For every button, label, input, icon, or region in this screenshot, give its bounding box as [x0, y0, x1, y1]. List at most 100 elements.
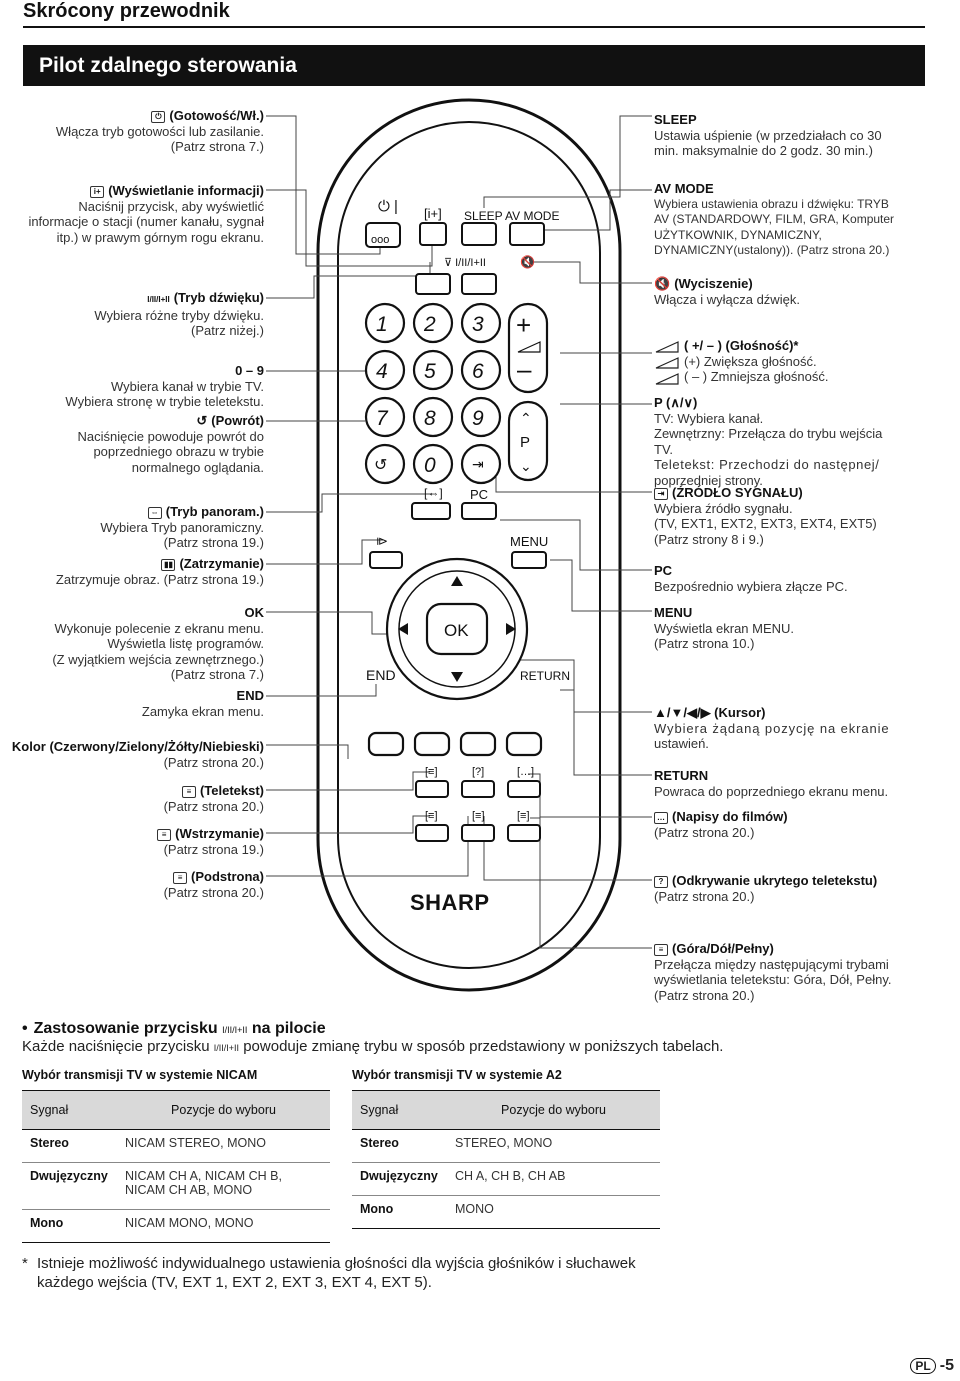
desc-mute-title: (Wyciszenie) [674, 276, 753, 291]
desc-line: Bezpośrednio wybiera złącze PC. [654, 578, 848, 594]
remote-key-2[interactable] [412, 302, 454, 344]
remote-topbtm-icon: [≡] [517, 810, 530, 822]
desc-hold-title: (Wstrzymanie) [175, 826, 264, 841]
desc-return-title: RETURN [654, 768, 709, 783]
remote-input-button[interactable] [460, 443, 502, 485]
remote-key-1[interactable] [364, 302, 406, 344]
remote-hold-icon: [≡] [425, 810, 438, 822]
desc-line: Przełącza między następującymi trybami [654, 956, 889, 972]
remote-program-rocker[interactable] [507, 400, 549, 482]
remote-digit-9: 9 [472, 407, 484, 430]
desc-line: Zewnętrzny: Przełącza do trybu wejścia T… [654, 426, 883, 457]
usage-heading-pre: Zastosowanie przycisku [33, 1020, 218, 1037]
remote-topbtm-button[interactable] [507, 824, 541, 842]
desc-line: Wyświetla ekran MENU. [654, 620, 795, 636]
desc-line: Zatrzymuje obraz. (Patrz strona 19.) [55, 571, 264, 587]
remote-left-arrow-icon[interactable] [398, 623, 408, 635]
remote-key-4[interactable] [364, 349, 406, 391]
remote-subtitle-button[interactable] [507, 780, 541, 798]
desc-line: (Patrz niżej.) [191, 323, 264, 338]
desc-line: (Patrz strona 20.) [163, 754, 264, 770]
remote-red-button[interactable] [367, 731, 405, 757]
remote-back-icon: ↺ [374, 457, 387, 474]
desc-line: Naciśnięcie powoduje powrót do [77, 428, 264, 444]
subtitle-icon: … [654, 811, 668, 824]
desc-input: ⇥(ŹRÓDŁO SYGNAŁU) Wybiera źródło sygnału… [654, 485, 904, 547]
remote-teletext-button[interactable] [415, 780, 449, 798]
remote-key-5[interactable] [412, 349, 454, 391]
desc-line: (Patrz strona 20.) [654, 987, 755, 1003]
table-cell: NICAM CH A, NICAM CH B, NICAM CH AB, MON… [117, 1162, 330, 1210]
remote-hold-button[interactable] [415, 824, 449, 842]
remote-down-arrow-icon[interactable] [451, 672, 463, 682]
table-cell: Dwujęzyczny [22, 1162, 117, 1210]
desc-line: (TV, EXT1, EXT2, EXT3, EXT4, EXT5) [654, 516, 877, 531]
remote-info-icon: [i+] [424, 206, 442, 221]
remote-right-arrow-icon[interactable] [506, 623, 516, 635]
desc-prog-title: P (∧/∨) [654, 395, 698, 410]
desc-ok: OK Wykonuje polecenie z ekranu menu. Wyś… [20, 605, 264, 683]
remote-digit-1: 1 [376, 313, 388, 336]
sound-mode-icon: I/II/I+II [222, 1025, 248, 1035]
remote-back-button[interactable] [364, 443, 406, 485]
desc-subtitle: …(Napisy do filmów) (Patrz strona 20.) [654, 809, 904, 840]
usage-text-pre: Każde naciśnięcie przycisku [22, 1038, 210, 1055]
remote-ok-label: OK [444, 621, 469, 640]
remote-key-6[interactable] [460, 349, 502, 391]
remote-power-button[interactable] [365, 222, 401, 248]
remote-menu-button[interactable] [511, 551, 547, 569]
usage-heading-post: na pilocie [251, 1020, 326, 1037]
table-cell: STEREO, MONO [447, 1129, 660, 1163]
remote-end-label: END [366, 667, 396, 683]
remote-key-3[interactable] [460, 302, 502, 344]
remote-subpage-button[interactable] [461, 824, 495, 842]
remote-info-button[interactable] [419, 222, 447, 246]
remote-reveal-button[interactable] [461, 780, 495, 798]
remote-blue-button[interactable] [505, 731, 543, 757]
remote-sleep-button[interactable] [461, 222, 497, 246]
page-number: PL-5 [910, 1357, 954, 1375]
remote-key-8[interactable] [412, 396, 454, 438]
remote-yellow-button[interactable] [459, 731, 497, 757]
footnote-line: każdego wejścia (TV, EXT 1, EXT 2, EXT 3… [37, 1274, 432, 1291]
remote-key-7[interactable] [364, 396, 406, 438]
desc-wide-title: (Tryb panoram.) [165, 504, 264, 519]
desc-line: Wybiera źródło sygnału. [654, 500, 793, 516]
remote-freeze-button[interactable] [369, 551, 403, 569]
remote-up-arrow-icon[interactable] [451, 576, 463, 586]
desc-prog: P (∧/∨) TV: Wybiera kanał. Zewnętrzny: P… [654, 395, 904, 488]
desc-cursor: ▲/▼/◀/▶ (Kursor) Wybiera żądaną pozycję … [654, 705, 904, 752]
table-row: Mono NICAM MONO, MONO [22, 1209, 330, 1243]
wide-mode-icon: ⇔ [147, 506, 162, 519]
desc-power-title: (Gotowość/Wł.) [169, 108, 264, 123]
remote-wide-button[interactable] [411, 502, 451, 520]
remote-sound-label: ⊽ I/II/I+II [444, 257, 486, 269]
usage-text: Każde naciśnięcie przycisku I/II/I+II po… [22, 1038, 922, 1055]
desc-line: (Patrz strona 20.) [654, 824, 755, 840]
table-header: Sygnał [352, 1090, 447, 1130]
table-row: Dwujęzyczny NICAM CH A, NICAM CH B, NICA… [22, 1162, 330, 1210]
desc-end: END Zamyka ekran menu. [20, 688, 264, 719]
remote-green-button[interactable] [413, 731, 451, 757]
desc-line: (Patrz strona 7.) [170, 667, 264, 682]
desc-topbtm-title: (Góra/Dół/Pełny) [672, 941, 774, 956]
remote-key-0[interactable] [412, 443, 454, 485]
remote-mute-label: 🔇 [520, 255, 535, 269]
desc-line: (Patrz strona 19.) [163, 535, 264, 550]
a2-caption: Wybór transmisji TV w systemie A2 [352, 1068, 562, 1082]
remote-digit-8: 8 [424, 407, 436, 430]
remote-mute-button[interactable] [461, 273, 497, 295]
desc-line: Teletekst: Przechodzi do następnej/ [654, 457, 880, 472]
input-icon: ⇥ [654, 487, 668, 500]
desc-line: wyświetlania teletekstu: Góra, Dół, Pełn… [654, 972, 892, 987]
mute-icon: 🔇 [654, 276, 671, 291]
remote-pc-button[interactable] [461, 502, 497, 520]
desc-line: Ustawia uśpienie (w przedziałach co 30 [654, 127, 882, 143]
remote-avmode-button[interactable] [509, 222, 545, 246]
desc-color-title: Kolor (Czerwony/Zielony/Żółty/Niebieski) [11, 739, 264, 754]
remote-sound-button[interactable] [415, 273, 451, 295]
desc-line: Wyświetla listę programów. [107, 636, 264, 651]
remote-key-9[interactable] [460, 396, 502, 438]
remote-ok-button[interactable] [425, 602, 489, 656]
desc-reveal: ?(Odkrywanie ukrytego teletekstu) (Patrz… [654, 873, 904, 904]
